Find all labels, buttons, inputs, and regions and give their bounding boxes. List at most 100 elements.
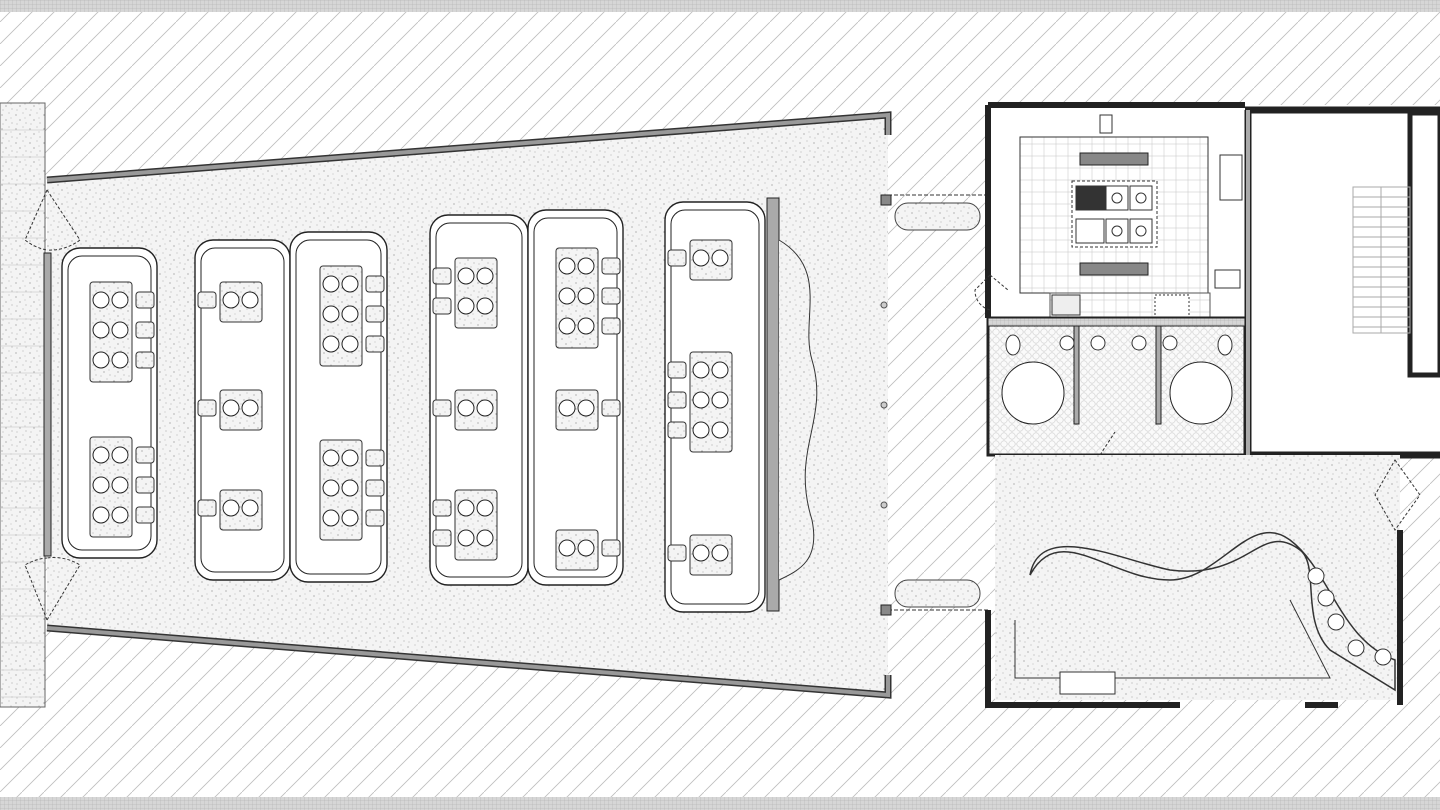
- chair-icon: [341, 449, 359, 467]
- restroom-door[interactable]: [1099, 431, 1116, 456]
- chair-icon: [711, 361, 729, 379]
- chair-icon: [457, 399, 475, 417]
- chair-icon: [111, 321, 129, 339]
- chair-icon: [111, 291, 129, 309]
- planter-icon: [1317, 589, 1335, 607]
- chair-icon: [197, 399, 217, 417]
- chair-icon: [667, 249, 687, 267]
- chair-icon: [601, 399, 621, 417]
- chair-icon: [667, 544, 687, 562]
- planter-icon: [1327, 613, 1345, 631]
- chair-icon: [92, 476, 110, 494]
- chair-icon: [711, 249, 729, 267]
- chair-icon: [92, 321, 110, 339]
- chair-icon: [365, 449, 385, 467]
- chair-icon: [92, 291, 110, 309]
- dining-hall: [24, 111, 892, 699]
- chair-icon: [558, 317, 576, 335]
- chair-icon: [692, 544, 710, 562]
- exhaust-hood: [1079, 152, 1149, 166]
- chair-icon: [341, 275, 359, 293]
- chair-icon: [577, 257, 595, 275]
- sink-icon: [1214, 269, 1241, 289]
- chair-icon: [135, 291, 155, 309]
- chair-icon: [322, 509, 340, 527]
- lounge-door[interactable]: [1374, 459, 1421, 531]
- hall-door-bottom-left[interactable]: [24, 557, 81, 621]
- booth-bench: [61, 247, 158, 559]
- chair-icon: [692, 361, 710, 379]
- chair-icon: [197, 291, 217, 309]
- chair-icon: [111, 476, 129, 494]
- chair-icon: [322, 479, 340, 497]
- chair-icon: [457, 267, 475, 285]
- stair-icon: [1352, 186, 1411, 334]
- chair-icon: [241, 399, 259, 417]
- lounge: [985, 455, 1421, 708]
- chair-icon: [476, 399, 494, 417]
- chair-icon: [222, 291, 240, 309]
- chair-icon: [457, 529, 475, 547]
- chair-icon: [341, 305, 359, 323]
- planter-icon: [1307, 567, 1325, 585]
- left-sidewalk: [0, 102, 46, 708]
- chair-icon: [476, 499, 494, 517]
- chair-icon: [476, 529, 494, 547]
- chair-icon: [322, 449, 340, 467]
- chair-icon: [577, 399, 595, 417]
- chair-icon: [558, 257, 576, 275]
- chair-icon: [692, 421, 710, 439]
- chair-icon: [711, 391, 729, 409]
- chair-icon: [558, 287, 576, 305]
- chair-icon: [341, 509, 359, 527]
- wheelchair-turning-circle: [1169, 361, 1233, 425]
- chair-icon: [457, 499, 475, 517]
- column-marker: [880, 401, 888, 409]
- toilet-icon: [1005, 334, 1021, 356]
- hall-door-top-left[interactable]: [24, 189, 81, 251]
- chair-icon: [692, 249, 710, 267]
- chair-icon: [601, 317, 621, 335]
- chair-icon: [135, 446, 155, 464]
- planter-top: [894, 202, 981, 231]
- chair-icon: [432, 267, 452, 285]
- table-icon: [454, 257, 498, 329]
- chair-icon: [92, 506, 110, 524]
- chair-icon: [111, 506, 129, 524]
- curtain: [778, 239, 818, 581]
- planter-icon: [1347, 639, 1365, 657]
- chair-icon: [365, 305, 385, 323]
- chair-icon: [92, 446, 110, 464]
- chair-icon: [601, 287, 621, 305]
- chair-icon: [135, 321, 155, 339]
- chair-icon: [222, 499, 240, 517]
- planter-bottom: [894, 579, 981, 608]
- chair-icon: [365, 509, 385, 527]
- chair-icon: [432, 529, 452, 547]
- partition-wall: [766, 197, 780, 612]
- table-icon: [454, 489, 498, 561]
- chair-icon: [365, 479, 385, 497]
- chair-icon: [241, 291, 259, 309]
- chair-icon: [711, 421, 729, 439]
- chair-icon: [432, 499, 452, 517]
- chair-icon: [711, 544, 729, 562]
- chair-icon: [197, 499, 217, 517]
- chair-icon: [111, 351, 129, 369]
- chair-icon: [476, 267, 494, 285]
- chair-icon: [457, 297, 475, 315]
- stair-room: [1244, 105, 1440, 459]
- top-border-band: [0, 0, 1440, 12]
- chair-icon: [341, 335, 359, 353]
- toilet-icon: [1217, 334, 1233, 356]
- chair-icon: [692, 391, 710, 409]
- chair-icon: [601, 539, 621, 557]
- chair-icon: [577, 539, 595, 557]
- chair-icon: [92, 351, 110, 369]
- chair-icon: [667, 361, 687, 379]
- kitchen-door[interactable]: [974, 274, 1009, 311]
- wheelchair-turning-circle: [1001, 361, 1065, 425]
- chair-icon: [577, 287, 595, 305]
- chair-icon: [222, 399, 240, 417]
